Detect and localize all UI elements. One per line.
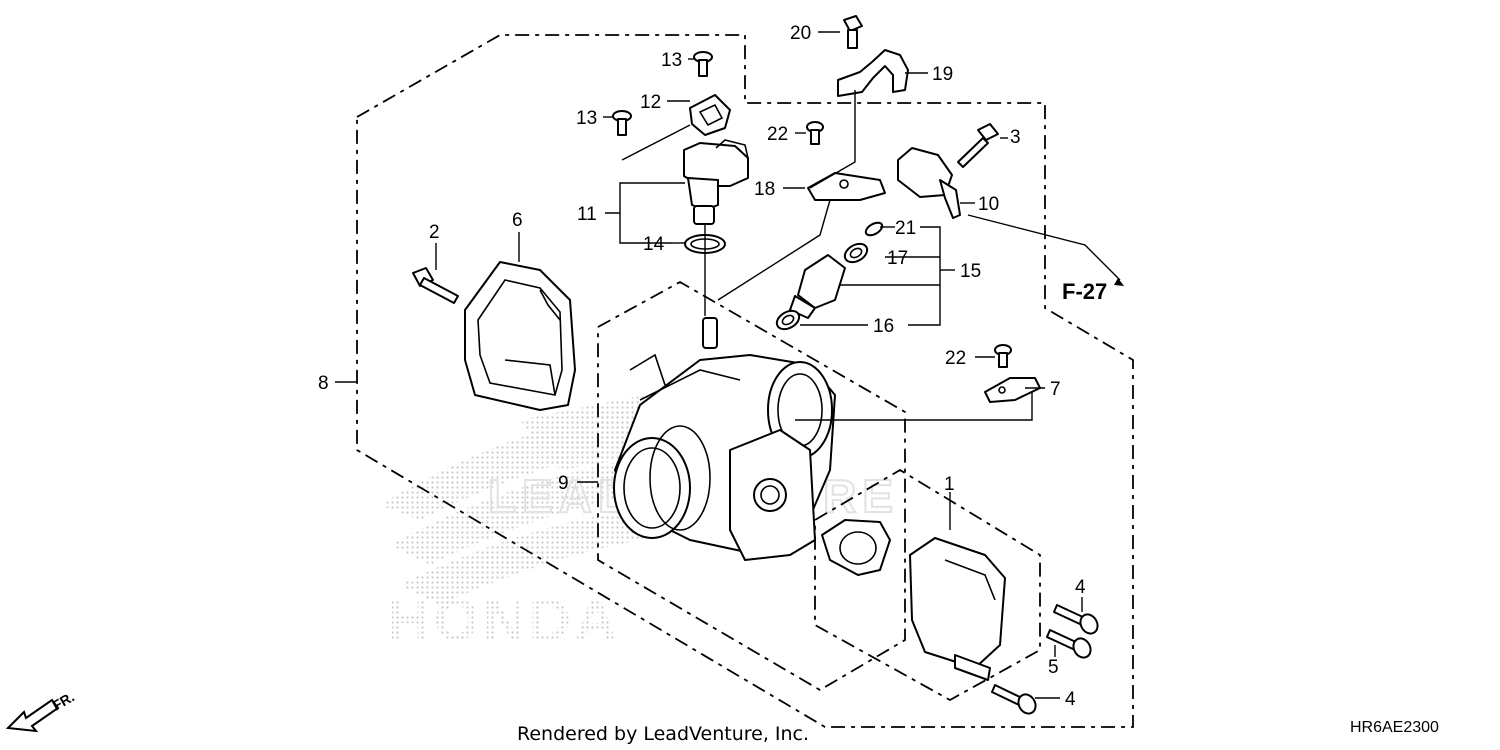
injector-part-15: [789, 254, 846, 319]
assembly-outline-1: [814, 468, 1041, 702]
reference-f27-label[interactable]: F-27: [1062, 279, 1107, 304]
clamp-part-19: [837, 49, 909, 97]
callout-11: 11: [577, 204, 597, 225]
callout-13-top: 13: [661, 50, 682, 71]
front-direction-indicator: FR.: [5, 688, 77, 733]
callout-7: 7: [1050, 379, 1061, 400]
assembly-outline-9: [597, 280, 906, 692]
screw-part-22-top: [806, 121, 824, 145]
callout-21: 21: [895, 218, 916, 239]
bolt-part-3: [957, 123, 999, 168]
bolt-part-4-upper: [1053, 604, 1099, 635]
gasket-part-1: [821, 519, 891, 576]
bolt-part-2: [412, 267, 459, 304]
callout-12: 12: [640, 92, 661, 113]
callout-14: 14: [643, 234, 665, 255]
callout-4-upper: 4: [1075, 577, 1086, 598]
callout-17: 17: [887, 248, 908, 269]
callout-16: 16: [873, 316, 894, 337]
bolt-part-5: [1046, 629, 1092, 659]
bolt-part-20: [843, 15, 863, 49]
assembly-outline-8: [356, 34, 1134, 728]
honda-wordmark: HONDA: [388, 588, 621, 653]
sensor-part-1: [909, 537, 1006, 681]
callout-labels: 1 2 3 4 4 5 6 7 8 9 10 11 12 13 13 14 15…: [318, 23, 1086, 710]
callout-3: 3: [1010, 127, 1021, 148]
stay-part-18: [807, 172, 886, 201]
render-credit: Rendered by LeadVenture, Inc.: [517, 723, 809, 745]
callout-6: 6: [512, 210, 523, 231]
callout-13-left: 13: [576, 108, 597, 129]
callout-22-top: 22: [767, 124, 788, 145]
o-ring-part-17: [843, 242, 869, 264]
callout-5: 5: [1048, 657, 1059, 678]
callout-4-lower: 4: [1065, 689, 1076, 710]
callout-22-right: 22: [945, 348, 966, 369]
screw-part-13-left: [612, 110, 632, 136]
callout-10: 10: [978, 194, 999, 215]
callout-2: 2: [429, 222, 440, 243]
throttle-body-part-9: [613, 317, 836, 561]
callout-18: 18: [754, 179, 775, 200]
screw-part-22-right: [994, 344, 1012, 368]
throttle-cover-part-6: [464, 261, 576, 411]
seal-part-21: [864, 221, 884, 237]
sensor-part-11: [683, 139, 749, 225]
screw-part-13-top: [693, 51, 713, 77]
callout-15: 15: [960, 261, 981, 282]
sensor-cap-part-12: [689, 94, 731, 136]
callout-9: 9: [558, 473, 569, 494]
callout-19: 19: [932, 64, 953, 85]
joint-part-10: [897, 147, 961, 219]
front-arrow-icon: [5, 698, 60, 733]
bolt-part-4-lower: [991, 684, 1037, 715]
diagram-code: HR6AE2300: [1350, 719, 1439, 736]
o-ring-part-16: [775, 309, 801, 331]
callout-20: 20: [790, 23, 811, 44]
leader-lines: [335, 31, 1124, 699]
callout-1: 1: [944, 474, 955, 495]
callout-8: 8: [318, 373, 329, 394]
